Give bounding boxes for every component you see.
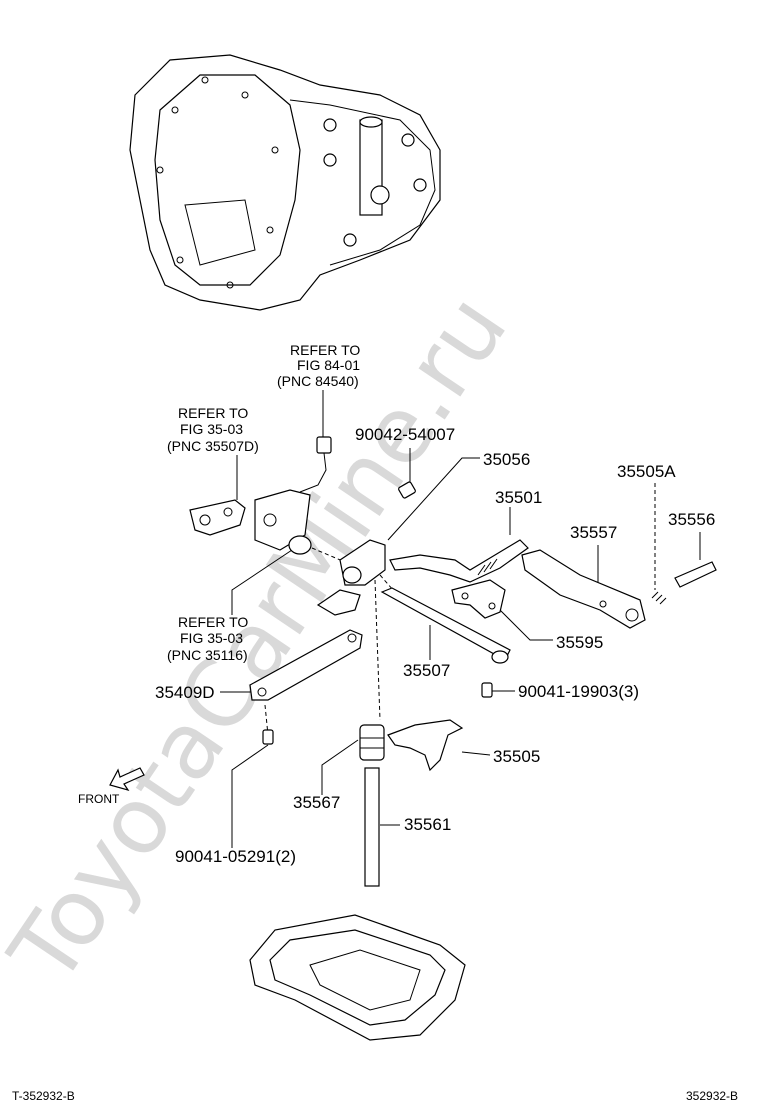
label-35561: 35561 [404, 815, 451, 834]
watermark: ToyotaCarMine.ru [0, 276, 528, 1003]
transmission-housing [129, 54, 441, 311]
label-35505A: 35505A [617, 462, 676, 481]
label-35507: 35507 [403, 661, 450, 680]
neutral-switch-assembly [189, 436, 332, 555]
bolt-90041-19903 [481, 682, 493, 698]
label-35595: 35595 [556, 633, 603, 652]
pin-35556 [651, 561, 717, 605]
svg-text:REFER TO: REFER TO [178, 614, 248, 630]
reference-fig84: REFER TO FIG 84-01 (PNC 84540) [277, 342, 360, 389]
bolt-90041-05291 [262, 729, 274, 745]
label-90041-05291: 90041-05291(2) [175, 847, 296, 866]
svg-text:REFER TO: REFER TO [290, 342, 360, 358]
shaft-35507 [380, 587, 511, 664]
reference-fig35-b: REFER TO FIG 35-03 (PNC 35116) [167, 614, 248, 663]
fork-35505 [387, 719, 464, 772]
label-35409D: 35409D [155, 683, 215, 702]
label-35557: 35557 [570, 523, 617, 542]
label-35056: 35056 [483, 450, 530, 469]
front-label: FRONT [78, 792, 120, 806]
sleeve-35567 [359, 724, 385, 761]
footer-right: 352932-B [686, 1089, 738, 1103]
reference-fig35-a: REFER TO FIG 35-03 (PNC 35507D) [167, 405, 259, 454]
selector-lever [316, 539, 386, 616]
svg-text:REFER TO: REFER TO [178, 405, 248, 421]
svg-text:(PNC 35507D): (PNC 35507D) [167, 438, 259, 454]
label-90042-54007: 90042-54007 [355, 425, 455, 444]
bracket-35595 [451, 579, 506, 619]
svg-text:(PNC 35116): (PNC 35116) [167, 647, 248, 663]
svg-text:(PNC 84540): (PNC 84540) [277, 373, 359, 389]
label-35556: 35556 [668, 510, 715, 529]
oil-pan [249, 914, 466, 1041]
lever-35557 [521, 549, 646, 629]
svg-text:FIG 35-03: FIG 35-03 [180, 630, 243, 646]
label-90041-19903: 90041-19903(3) [518, 682, 639, 701]
label-35501: 35501 [495, 488, 542, 507]
svg-text:FIG 84-01: FIG 84-01 [297, 357, 360, 373]
rod-35561 [364, 767, 380, 887]
front-arrow-icon [109, 767, 145, 792]
footer-left: T-352932-B [12, 1089, 75, 1103]
label-35505: 35505 [493, 747, 540, 766]
svg-text:FIG 35-03: FIG 35-03 [180, 421, 243, 437]
shift-shaft-35501 [389, 539, 529, 583]
plate-35409D [249, 629, 363, 701]
label-35567: 35567 [293, 793, 340, 812]
